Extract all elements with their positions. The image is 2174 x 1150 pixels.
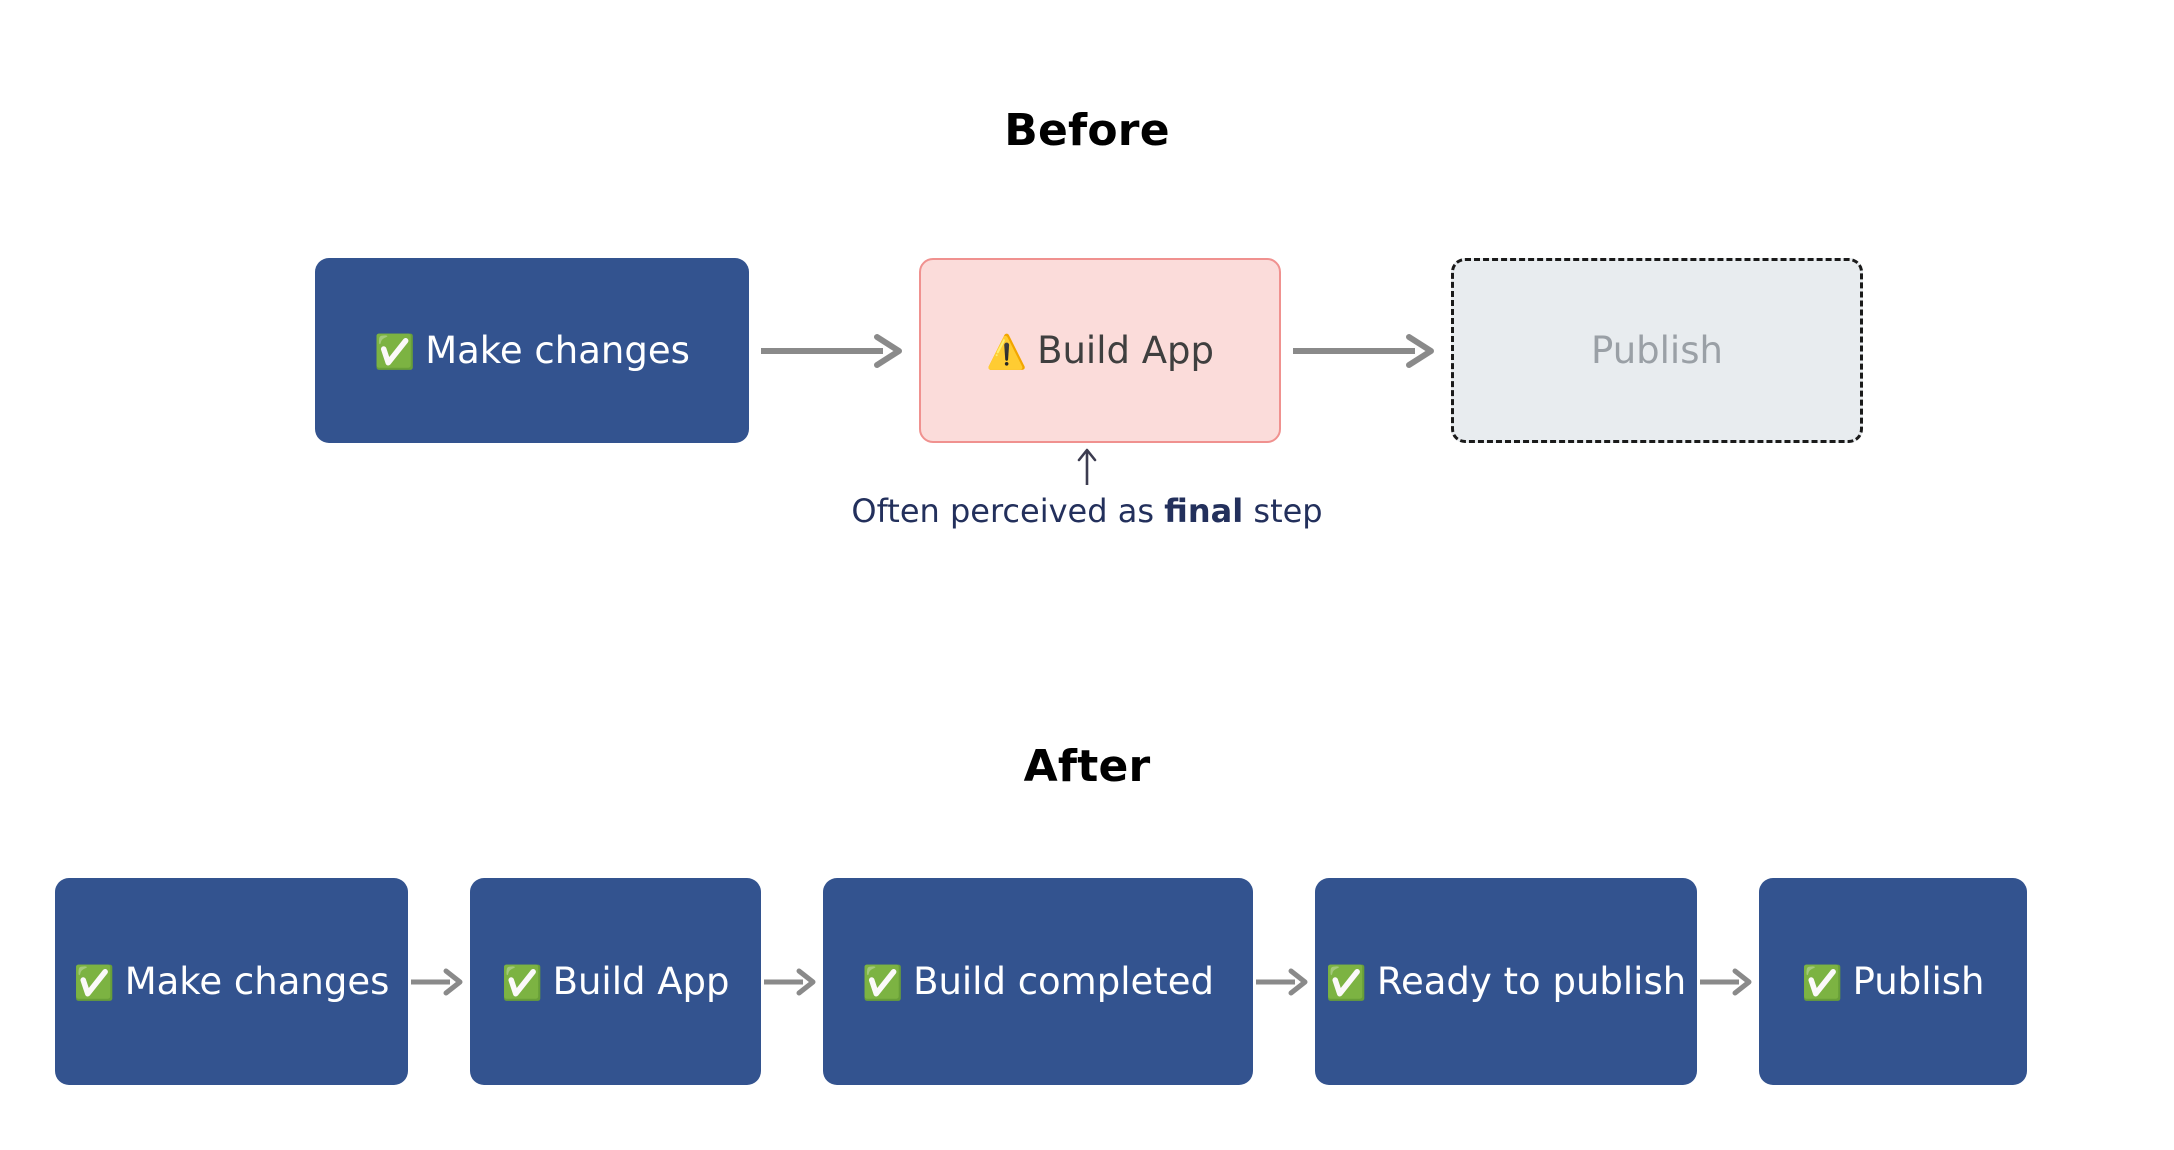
node-before-build-app[interactable]: ⚠️ Build App [919,258,1281,443]
check-mark-button-icon: ✅ [374,332,416,371]
node-after-build-completed[interactable]: ✅ Build completed [823,878,1253,1085]
callout-emphasis: final [1164,492,1244,530]
node-before-publish[interactable]: Publish [1451,258,1863,443]
check-mark-button-icon: ✅ [501,963,543,1002]
node-label: Make changes [425,328,690,372]
arrow-after-2 [761,952,823,1012]
arrow-before-2 [1281,321,1451,381]
section-title-after: After [1023,741,1151,792]
section-title-before: Before [1004,105,1170,156]
check-mark-button-icon: ✅ [861,963,904,1002]
node-label: Publish [1852,959,1985,1003]
node-after-ready-to-publish[interactable]: ✅ Ready to publish [1315,878,1697,1085]
callout-text: Often perceived as final step [0,489,2174,533]
check-mark-button-icon: ✅ [1325,963,1367,1002]
callout-arrow-up-icon [1077,448,1097,485]
node-label: Build App [1037,328,1215,372]
node-before-make-changes[interactable]: ✅ Make changes [315,258,749,443]
before-flow-row: ✅ Make changes ⚠️ Build App Publish [315,258,1863,443]
arrow-after-4 [1697,952,1759,1012]
node-label: Ready to publish [1376,959,1687,1003]
node-after-build-app[interactable]: ✅ Build App [470,878,761,1085]
node-label: Build completed [913,959,1215,1003]
node-label: Build App [552,959,730,1003]
node-after-make-changes[interactable]: ✅ Make changes [55,878,408,1085]
node-label: Make changes [124,959,390,1003]
callout-prefix: Often perceived as [851,492,1165,530]
before-callout: Often perceived as final step [0,447,2174,533]
callout-suffix: step [1243,492,1323,530]
after-flow-row: ✅ Make changes ✅ Build App ✅ Build compl… [55,878,2027,1085]
node-after-publish[interactable]: ✅ Publish [1759,878,2027,1085]
arrow-after-1 [408,952,470,1012]
arrow-after-3 [1253,952,1315,1012]
arrow-before-1 [749,321,919,381]
check-mark-button-icon: ✅ [73,963,115,1002]
warning-icon: ⚠️ [985,332,1028,371]
check-mark-button-icon: ✅ [1801,963,1843,1002]
node-label: Publish [1591,328,1723,372]
